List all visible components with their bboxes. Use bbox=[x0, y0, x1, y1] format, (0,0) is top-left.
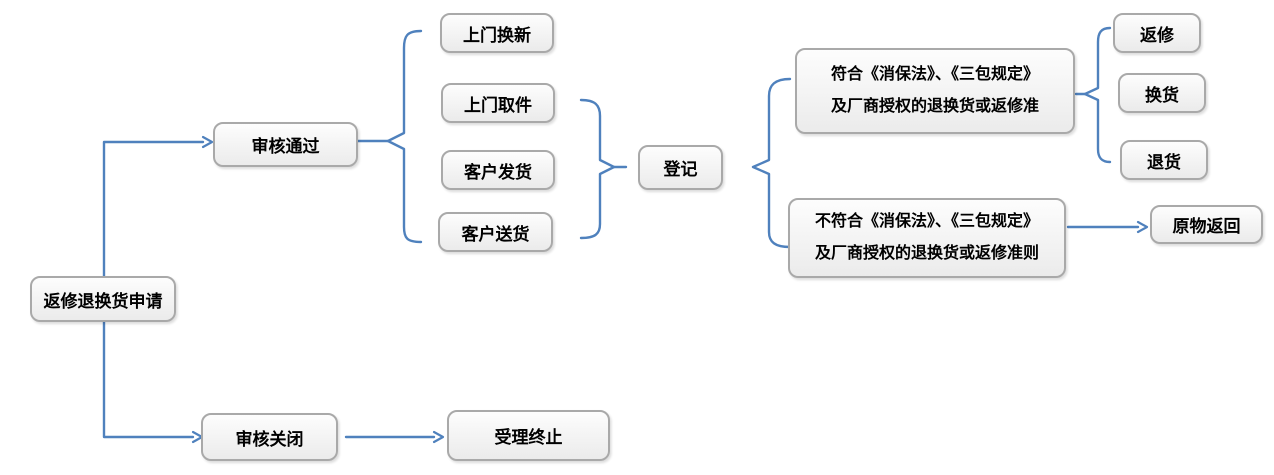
node-condition-not-match: 不符合《消保法》、《三包规定》 及厂商授权的退换货或返修准则 bbox=[788, 198, 1066, 278]
connector-apply-to-audit-pass bbox=[102, 135, 214, 278]
node-condition-match-line1: 符合《消保法》、《三包规定》 bbox=[830, 66, 1039, 83]
node-return-goods-label: 退货 bbox=[1147, 152, 1181, 172]
brace-service-options-icon bbox=[386, 29, 423, 244]
node-door-pickup: 上门取件 bbox=[441, 83, 555, 123]
node-condition-match: 符合《消保法》、《三包规定》 及厂商授权的退换货或返修准 bbox=[795, 48, 1075, 134]
node-register-label: 登记 bbox=[663, 160, 698, 179]
brace-match-outcomes-icon bbox=[1083, 26, 1112, 164]
node-condition-not-match-line1: 不符合《消保法》、《三包规定》 bbox=[814, 213, 1039, 230]
node-apply-label: 返修退换货申请 bbox=[43, 291, 163, 311]
node-exchange: 换货 bbox=[1118, 73, 1206, 113]
node-condition-match-line2: 及厂商授权的退换货或返修准 bbox=[830, 98, 1039, 115]
node-customer-deliver-label: 客户送货 bbox=[461, 224, 530, 244]
node-condition-not-match-line2: 及厂商授权的退换货或返修准则 bbox=[814, 245, 1039, 262]
node-audit-pass-label: 审核通过 bbox=[251, 137, 320, 156]
node-audit-pass: 审核通过 bbox=[213, 122, 358, 167]
node-repair: 返修 bbox=[1113, 13, 1201, 53]
node-exchange-label: 换货 bbox=[1145, 85, 1179, 105]
node-door-replace: 上门换新 bbox=[440, 13, 554, 53]
node-accept-terminate-label: 受理终止 bbox=[494, 428, 563, 447]
node-accept-terminate: 受理终止 bbox=[447, 410, 610, 461]
brace-to-register-icon bbox=[579, 98, 616, 240]
node-original-return-label: 原物返回 bbox=[1172, 217, 1241, 236]
node-original-return: 原物返回 bbox=[1150, 205, 1263, 244]
node-apply: 返修退换货申请 bbox=[30, 276, 176, 322]
node-audit-close-label: 审核关闭 bbox=[235, 429, 304, 449]
connector-apply-to-audit-close bbox=[102, 320, 204, 444]
node-audit-close: 审核关闭 bbox=[201, 413, 338, 461]
node-register: 登记 bbox=[638, 145, 723, 190]
node-customer-deliver: 客户送货 bbox=[438, 212, 553, 252]
node-return-goods: 退货 bbox=[1120, 140, 1208, 180]
node-customer-ship-label: 客户发货 bbox=[464, 162, 532, 182]
brace-register-to-conditions-icon bbox=[751, 77, 792, 249]
node-repair-label: 返修 bbox=[1140, 25, 1174, 45]
node-customer-ship: 客户发货 bbox=[441, 150, 555, 190]
node-door-pickup-label: 上门取件 bbox=[464, 95, 532, 115]
node-door-replace-label: 上门换新 bbox=[463, 25, 531, 45]
